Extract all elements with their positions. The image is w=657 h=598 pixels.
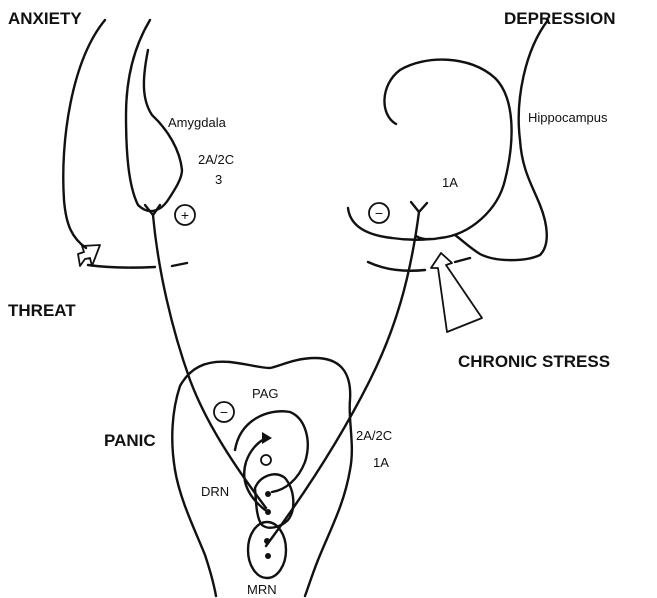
mrn-label: MRN [247, 582, 277, 597]
chronic-stress-heading: CHRONIC STRESS [458, 352, 610, 371]
anxiety-heading: ANXIETY [8, 9, 82, 28]
threat-arrow [78, 245, 100, 266]
hippocampus-receptor-label: 1A [442, 175, 458, 190]
pag-inhibitory-sign: − [214, 402, 234, 422]
pag-recurrent-projection [244, 438, 266, 510]
right-lower-boundary-tick [455, 258, 470, 262]
drn-dot-upper [265, 491, 271, 497]
pag-recurrent-arrowhead [262, 432, 272, 444]
left-lower-boundary [88, 265, 155, 268]
amygdala-receptor-line1: 2A/2C [198, 152, 234, 167]
amygdala-sign-text: + [181, 207, 189, 223]
pag-small-circle [261, 455, 271, 465]
amygdala-receptor-line2: 3 [215, 172, 222, 187]
right-lower-boundary [368, 262, 425, 271]
hippocampus-label: Hippocampus [528, 110, 608, 125]
drn-to-amygdala-projection [153, 215, 266, 508]
chronic-stress-arrow [431, 253, 482, 332]
hippocampus-sign-text: − [375, 205, 383, 221]
amygdala-label: Amygdala [168, 115, 227, 130]
depression-heading: DEPRESSION [504, 9, 615, 28]
hippocampus-outline [384, 60, 511, 240]
pag-label: PAG [252, 386, 279, 401]
pag-receptor-line2: 1A [373, 455, 389, 470]
pag-receptor-line1: 2A/2C [356, 428, 392, 443]
pag-sign-text: − [220, 404, 228, 420]
amygdala-excitatory-sign: + [175, 205, 195, 225]
drn-label: DRN [201, 484, 229, 499]
threat-heading: THREAT [8, 301, 76, 320]
panic-heading: PANIC [104, 431, 156, 450]
hippocampus-terminal-fork [411, 202, 427, 212]
left-hemisphere-outline [63, 20, 105, 248]
mrn-dot-lower [265, 553, 271, 559]
right-hemisphere-outline [455, 20, 548, 260]
hippocampus-inhibitory-sign: − [369, 203, 389, 223]
left-lower-boundary-tick [172, 263, 187, 266]
mrn-outline [248, 522, 286, 578]
